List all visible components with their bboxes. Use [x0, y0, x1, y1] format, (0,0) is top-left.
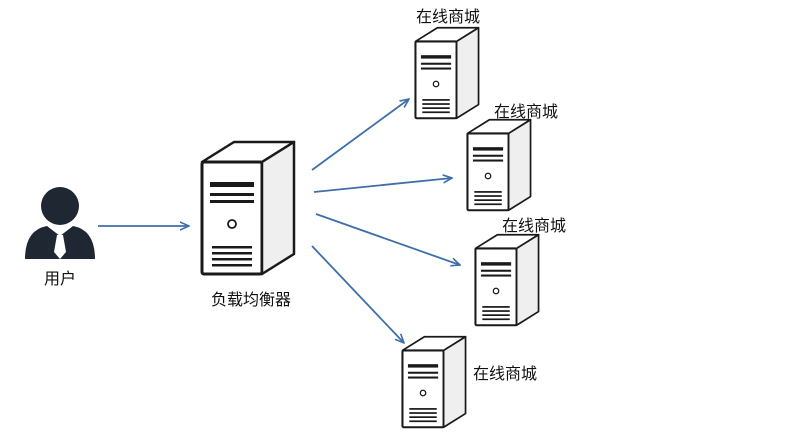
arrow-balancer-to-server-3	[315, 213, 460, 265]
arrow-balancer-to-server-4	[311, 245, 404, 343]
arrow-balancer-to-server-1	[311, 99, 409, 171]
server-2-icon	[466, 118, 532, 212]
server-2-label: 在线商城	[494, 102, 559, 121]
arrow-balancer-to-server-2	[313, 178, 452, 193]
user-icon	[25, 187, 95, 259]
server-4-label: 在线商城	[473, 364, 538, 383]
server-3-label: 在线商城	[502, 216, 567, 235]
load-balancer-label: 负载均衡器	[211, 290, 292, 309]
server-4-icon	[401, 335, 467, 429]
server-3-icon	[474, 233, 540, 327]
server-1-label: 在线商城	[416, 7, 481, 26]
load-balancer-server-icon	[200, 140, 296, 276]
user-label: 用户	[44, 269, 77, 288]
server-1-icon	[414, 26, 480, 120]
